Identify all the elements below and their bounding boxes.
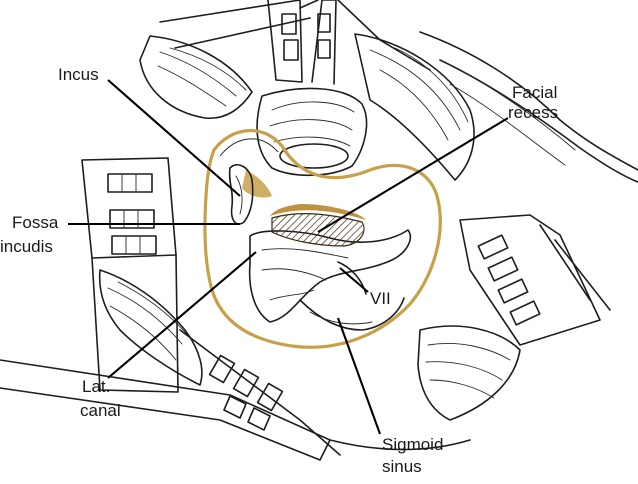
label-incus: Incus <box>58 65 99 84</box>
label-fossa-incudis-line2: incudis <box>0 237 53 256</box>
label-vii: VII <box>370 289 391 308</box>
leader-lat-canal <box>107 251 257 379</box>
retractor-left <box>81 157 179 393</box>
leader-facial-recess <box>317 117 509 233</box>
incus-bone <box>228 164 254 225</box>
skin-flap-bottom-right <box>329 325 521 451</box>
retractor-bottom-left <box>0 329 341 461</box>
skin-flap-left <box>98 269 203 386</box>
label-lat-canal-line1: Lat. <box>82 377 110 396</box>
label-lat-canal-line2: canal <box>80 401 121 420</box>
label-fossa-incudis-line1: Fossa <box>12 213 59 232</box>
retractor-right <box>459 214 611 346</box>
labels: Incus Facial recess Fossa incudis VII La… <box>0 65 558 476</box>
cavity-outline-inner <box>219 138 279 157</box>
leader-vii <box>339 267 369 293</box>
antrum-tan-region <box>242 170 272 198</box>
leader-sigmoid-sinus <box>337 317 381 435</box>
skin-flap-top-left <box>139 35 253 119</box>
label-sigmoid-sinus-line2: sinus <box>382 457 422 476</box>
cavity-outline <box>203 129 442 349</box>
facial-recess-area <box>271 213 365 247</box>
facial-recess-tan <box>270 204 366 220</box>
label-facial-recess-line1: Facial <box>512 83 557 102</box>
skin-flap-top-right <box>354 31 638 183</box>
sigmoid-sinus-structure <box>299 297 405 331</box>
leader-incus <box>107 79 241 197</box>
label-sigmoid-sinus-line1: Sigmoid <box>382 435 443 454</box>
retractor-top <box>159 0 431 85</box>
ear-canal-opening <box>256 87 368 177</box>
leader-lines <box>68 79 509 435</box>
label-facial-recess-line2: recess <box>508 103 558 122</box>
